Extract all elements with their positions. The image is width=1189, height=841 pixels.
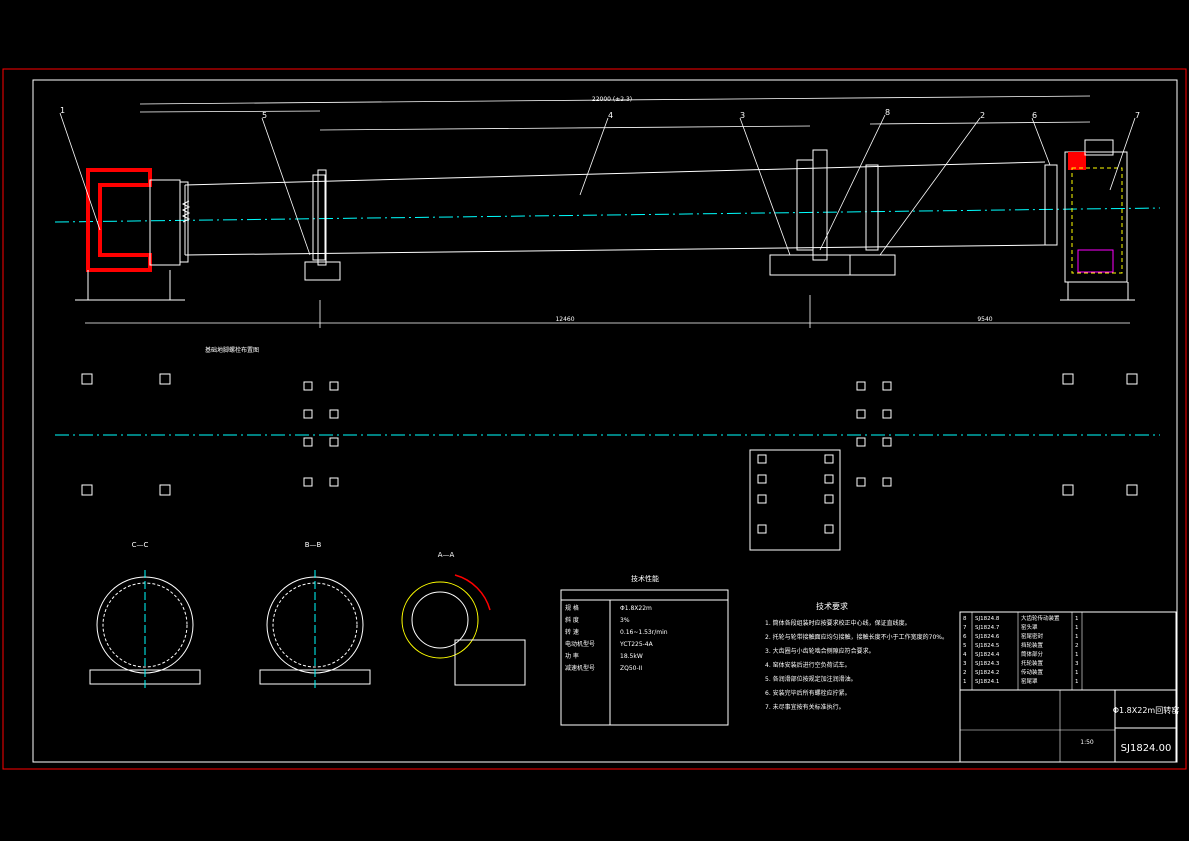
- part-code: SJ1824.1: [975, 679, 999, 685]
- tech-req-item: 4. 窑体安装后进行空负荷试车。: [765, 661, 851, 669]
- callout-4: 4: [608, 111, 613, 120]
- tech-params-rows: 规 格 Φ1.8X22m 斜 度 3% 转 速 0.16~1.53r/min 电…: [565, 604, 668, 672]
- part-no: 8: [963, 616, 967, 622]
- part-name: 筒体部分: [1021, 650, 1044, 658]
- tech-req-list: 1. 筒体各段组装时应按要求校正中心线，保证直线度。 2. 托轮与轮带接触面应均…: [765, 619, 948, 711]
- part-code: SJ1824.6: [975, 634, 1000, 640]
- section-cc-label: C—C: [132, 541, 149, 549]
- part-qty: 2: [1075, 643, 1079, 649]
- tech-req-item: 1. 筒体各段组装时应按要求校正中心线，保证直线度。: [765, 619, 911, 627]
- part-code: SJ1824.8: [975, 616, 1000, 622]
- section-bb-label: B—B: [305, 541, 322, 549]
- section-aa: [401, 574, 526, 686]
- part-code: SJ1824.3: [975, 661, 1000, 667]
- inner-frame: [32, 79, 1178, 763]
- param-value: Φ1.8X22m: [620, 605, 652, 612]
- callout-6: 6: [1032, 111, 1037, 120]
- callout-1: 1: [60, 106, 65, 115]
- part-callouts: 1 5 4 3 8 2 6 7: [60, 106, 1140, 120]
- drawing-scale: 1:50: [1080, 739, 1094, 746]
- param-key: 转 速: [565, 628, 579, 636]
- title-block: [959, 689, 1177, 763]
- part-code: SJ1824.5: [975, 643, 1000, 649]
- tech-req-item: 5. 各润滑部位按规定加注润滑油。: [765, 675, 857, 683]
- part-name: 传动装置: [1021, 668, 1044, 676]
- section-bb: [259, 570, 371, 690]
- param-value: YCT225-4A: [619, 641, 654, 648]
- dim-b: 9540: [977, 316, 992, 323]
- param-value: 0.16~1.53r/min: [620, 629, 668, 636]
- section-cc: [89, 570, 201, 690]
- part-qty: 1: [1075, 670, 1079, 676]
- part-no: 7: [963, 625, 967, 631]
- part-no: 6: [963, 634, 967, 640]
- foundation-plan: [55, 373, 1160, 551]
- tech-req-item: 7. 未尽事宜按有关标准执行。: [765, 703, 845, 711]
- tech-params-title: 技术性能: [631, 574, 659, 583]
- tech-params-table: [560, 589, 729, 726]
- part-code: SJ1824.7: [975, 625, 1000, 631]
- kiln-elevation: [54, 95, 1161, 328]
- part-name: 托轮装置: [1021, 659, 1044, 667]
- param-value: 18.5kW: [620, 653, 643, 660]
- section-aa-label: A—A: [438, 551, 455, 559]
- callout-2: 2: [980, 111, 985, 120]
- part-qty: 1: [1075, 652, 1079, 658]
- tech-req-title: 技术要求: [816, 601, 848, 611]
- part-code: SJ1824.2: [975, 670, 999, 676]
- tech-req-item: 3. 大齿圈与小齿轮啮合侧隙应符合要求。: [765, 647, 875, 655]
- drawing-title: Φ1.8X22m回转窑: [1113, 705, 1179, 715]
- part-no: 1: [963, 679, 967, 685]
- part-no: 5: [963, 643, 967, 649]
- outer-frame: [2, 68, 1187, 770]
- callout-5: 5: [262, 111, 267, 120]
- dim-a: 12460: [555, 316, 574, 323]
- foundation-label: 基础地脚螺栓布置图: [205, 346, 259, 354]
- drawing-number: SJ1824.00: [1121, 743, 1172, 754]
- callout-8: 8: [885, 108, 890, 117]
- part-no: 2: [963, 670, 967, 676]
- part-name: 窑尾罩: [1021, 677, 1038, 685]
- part-qty: 1: [1075, 616, 1079, 622]
- part-no: 3: [963, 661, 967, 667]
- param-value: 3%: [620, 617, 630, 624]
- part-no: 4: [963, 652, 967, 658]
- part-code: SJ1824.4: [975, 652, 1000, 658]
- param-value: ZQ50-II: [620, 665, 642, 672]
- part-qty: 1: [1075, 634, 1079, 640]
- parts-list-rows: 8 SJ1824.8 大齿轮传动装置 1 7 SJ1824.7 窑头罩 1 6 …: [963, 614, 1079, 685]
- part-qty: 1: [1075, 679, 1079, 685]
- param-key: 减速机型号: [565, 664, 595, 672]
- part-qty: 1: [1075, 625, 1079, 631]
- tech-req-item: 2. 托轮与轮带接触面应均匀接触，接触长度不小于工作宽度的70%。: [765, 633, 948, 641]
- callout-7: 7: [1135, 111, 1140, 120]
- part-qty: 3: [1075, 661, 1079, 667]
- callout-3: 3: [740, 111, 745, 120]
- part-name: 大齿轮传动装置: [1021, 614, 1060, 622]
- tech-req-item: 6. 安装完毕后所有螺栓应拧紧。: [765, 689, 851, 697]
- param-key: 斜 度: [565, 616, 579, 624]
- part-name: 挡轮装置: [1021, 641, 1044, 649]
- part-name: 窑尾密封: [1021, 632, 1044, 640]
- part-name: 窑头罩: [1021, 623, 1038, 631]
- param-key: 电动机型号: [565, 640, 595, 648]
- param-key: 功 率: [565, 652, 579, 660]
- total-length-dim: 22000 (±2.3): [592, 96, 632, 103]
- param-key: 规 格: [565, 604, 579, 612]
